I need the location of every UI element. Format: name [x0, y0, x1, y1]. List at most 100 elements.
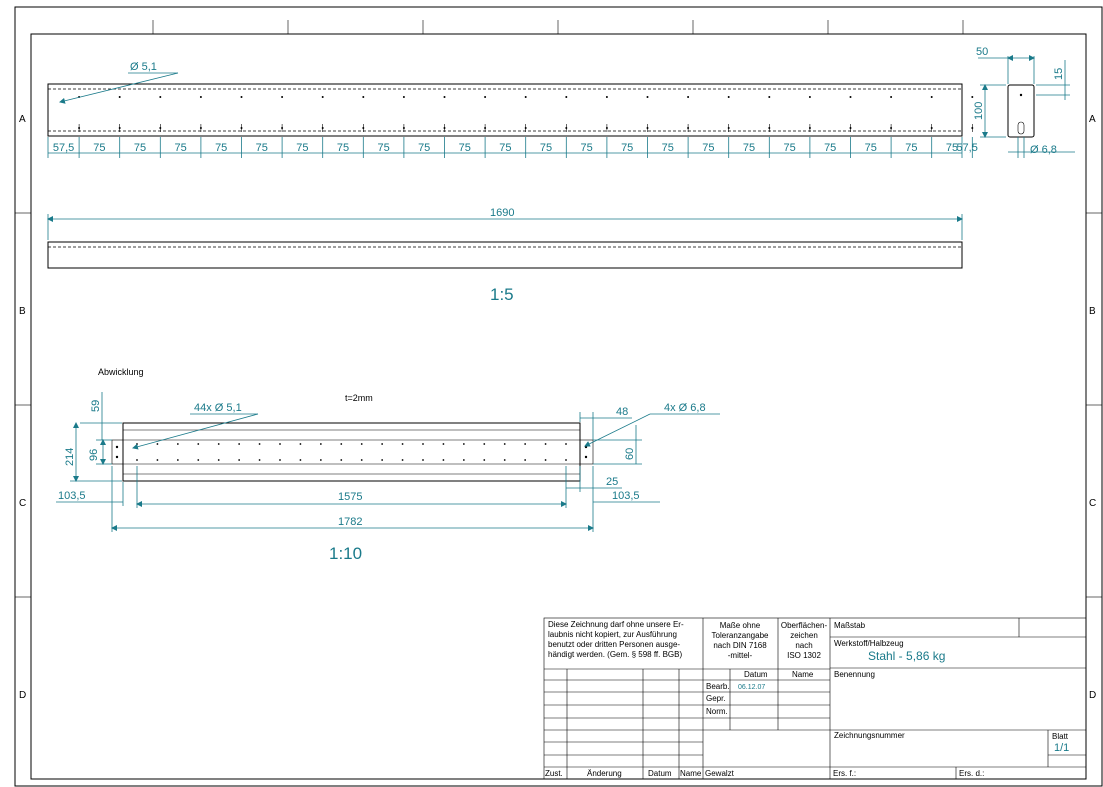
pitch-label: 75: [580, 142, 592, 154]
side-view: [1007, 84, 1035, 138]
tb-blatt-value: 1/1: [1054, 742, 1069, 754]
top-holes-upper: [78, 96, 974, 98]
pitch-label: 75: [418, 142, 430, 154]
label-flat-1035-left: 103,5: [58, 490, 86, 502]
label-length: 1690: [490, 207, 514, 219]
pitch-extension-lines: [47, 137, 973, 158]
zone-label-c-right: C: [1089, 498, 1096, 509]
front-view: [47, 241, 963, 269]
tb-notice-2: laubnis nicht kopiert, zur Ausführung: [548, 630, 677, 639]
zone-label-a-left: A: [19, 114, 26, 125]
pitch-label: 75: [215, 142, 227, 154]
zone-label-c-left: C: [19, 498, 26, 509]
tb-surface-4: ISO 1302: [787, 651, 821, 660]
pitch-label: 75: [662, 142, 674, 154]
zone-label-b-right: B: [1089, 306, 1096, 317]
flat-pattern: [111, 422, 594, 482]
tb-werkstoff-value: Stahl - 5,86 kg: [868, 649, 945, 663]
pitch-label: 75: [702, 142, 714, 154]
top-view: [47, 83, 974, 137]
sheet-border: [14, 6, 1103, 787]
tb-bearb: Bearb.: [706, 682, 730, 691]
tb-massstab: Maßstab: [834, 621, 866, 630]
label-flat-1035-right: 103,5: [612, 490, 640, 502]
tb-notice-4: händigt werden. (Gem. § 598 ff. BGB): [548, 650, 682, 659]
tb-gewalzt: Gewalzt: [705, 769, 735, 778]
tb-zeichnungsnummer: Zeichnungsnummer: [834, 731, 905, 740]
zone-label-d-right: D: [1089, 690, 1096, 701]
tb-gepr: Gepr.: [706, 694, 726, 703]
pitch-label: 75: [256, 142, 268, 154]
pitch-label: 75: [946, 142, 958, 154]
pitch-label: 75: [743, 142, 755, 154]
pitch-label: 75: [459, 142, 471, 154]
drawing-frame: [30, 33, 1087, 780]
tb-datum-rev: Datum: [648, 769, 672, 778]
pitch-label: 75: [296, 142, 308, 154]
pitch-label: 75: [93, 142, 105, 154]
tb-blatt: Blatt: [1052, 732, 1069, 741]
tb-notice-3: benutzt oder dritten Personen ausge-: [548, 640, 680, 649]
label-flat-1782: 1782: [338, 516, 362, 528]
zone-label-d-left: D: [19, 690, 26, 701]
label-holes-large: 4x Ø 6,8: [664, 402, 706, 414]
label-flat-59: 59: [90, 400, 102, 412]
pitch-label: 75: [337, 142, 349, 154]
pitch-label: 75: [621, 142, 633, 154]
label-flat-1575: 1575: [338, 491, 362, 503]
zone-ticks: [15, 20, 1102, 598]
pitch-label: 75: [824, 142, 836, 154]
pitch-label: 75: [377, 142, 389, 154]
tb-bearb-datum: 06.12.07: [738, 684, 765, 691]
title-block: [543, 617, 1087, 780]
pitch-label: 75: [174, 142, 186, 154]
leader-diameter-top: [59, 72, 179, 104]
label-scale-bottom: 1:10: [329, 544, 362, 563]
tb-surface-2: zeichen: [790, 631, 818, 640]
tb-werkstoff-label: Werkstoff/Halbzeug: [834, 639, 904, 648]
pitch-label: 75: [540, 142, 552, 154]
pitch-label: 75: [905, 142, 917, 154]
label-flat-48: 48: [616, 406, 628, 418]
top-holes-lower: [78, 124, 974, 132]
pitch-label: 75: [499, 142, 511, 154]
tb-surface-3: nach: [795, 641, 812, 650]
label-flat-title: Abwicklung: [98, 367, 144, 377]
label-scale-top: 1:5: [490, 285, 514, 304]
tb-name: Name: [792, 670, 814, 679]
tb-benennung: Benennung: [834, 670, 875, 679]
tb-name-rev: Name: [680, 769, 702, 778]
label-flat-25: 25: [606, 476, 618, 488]
pitch-label: 57,5: [53, 142, 74, 154]
label-side-hole-offset: 15: [1053, 68, 1065, 80]
label-side-hole: Ø 6,8: [1030, 144, 1057, 156]
zone-label-b-left: B: [19, 306, 26, 317]
pitch-label: 75: [865, 142, 877, 154]
label-flat-96: 96: [88, 449, 100, 461]
tb-norm: Norm.: [706, 707, 728, 716]
tb-zust: Zust.: [545, 769, 563, 778]
pitch-label: 75: [134, 142, 146, 154]
tb-surface-1: Oberflächen-: [781, 621, 828, 630]
label-flat-60: 60: [624, 448, 636, 460]
tb-tolerance-4: -mittel-: [728, 651, 753, 660]
label-thickness: t=2mm: [345, 393, 373, 403]
tb-ers-fuer: Ers. f.:: [833, 769, 856, 778]
tb-ers-durch: Ers. d.:: [959, 769, 984, 778]
tb-datum: Datum: [744, 670, 768, 679]
zone-label-a-right: A: [1089, 114, 1096, 125]
tb-tolerance-1: Maße ohne: [720, 621, 761, 630]
label-flat-214: 214: [64, 448, 76, 466]
label-side-width: 50: [976, 46, 988, 58]
tb-aenderung: Änderung: [587, 769, 622, 778]
pitch-label: 75: [783, 142, 795, 154]
tb-notice-1: Diese Zeichnung darf ohne unsere Er-: [548, 620, 684, 629]
label-side-height: 100: [973, 102, 985, 120]
flat-holes: [115, 443, 588, 461]
tb-tolerance-2: Toleranzangabe: [712, 631, 769, 640]
label-holes-small: 44x Ø 5,1: [194, 402, 242, 414]
label-diameter-top: Ø 5,1: [130, 61, 157, 73]
pitch-label: 57,5: [956, 142, 977, 154]
